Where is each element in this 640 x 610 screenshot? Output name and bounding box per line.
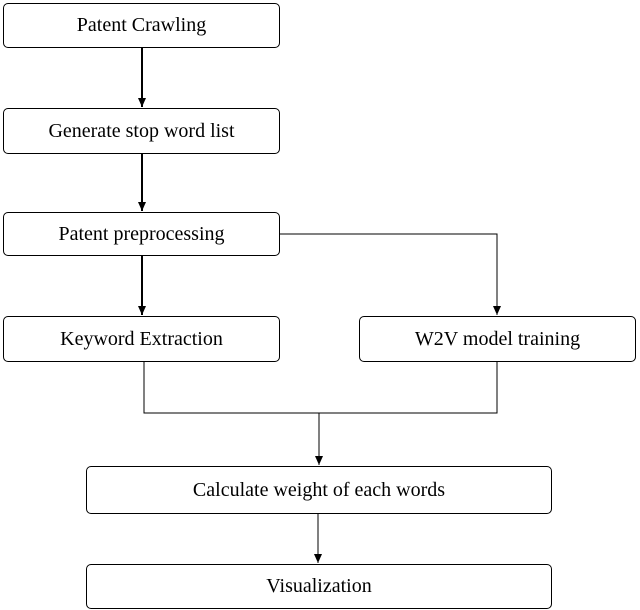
node-keyword-extraction-label: Keyword Extraction — [60, 327, 223, 350]
node-calculate-weight: Calculate weight of each words — [86, 466, 552, 514]
node-patent-crawling: Patent Crawling — [3, 3, 280, 48]
node-patent-preprocessing: Patent preprocessing — [3, 212, 280, 256]
arrow-preprocess-to-w2v — [280, 233, 501, 315]
node-keyword-extraction: Keyword Extraction — [3, 316, 280, 362]
node-generate-stop-word-list-label: Generate stop word list — [48, 119, 235, 142]
node-visualization: Visualization — [86, 564, 552, 609]
node-generate-stop-word-list: Generate stop word list — [3, 108, 280, 154]
node-w2v-model-training-label: W2V model training — [414, 327, 581, 350]
node-patent-crawling-label: Patent Crawling — [76, 14, 207, 36]
merge-line-keyword-w2v — [143, 362, 498, 414]
node-calculate-weight-label: Calculate weight of each words — [192, 478, 446, 501]
node-patent-preprocessing-label: Patent preprocessing — [58, 222, 225, 245]
node-visualization-label: Visualization — [266, 575, 372, 597]
node-w2v-model-training: W2V model training — [359, 316, 636, 362]
